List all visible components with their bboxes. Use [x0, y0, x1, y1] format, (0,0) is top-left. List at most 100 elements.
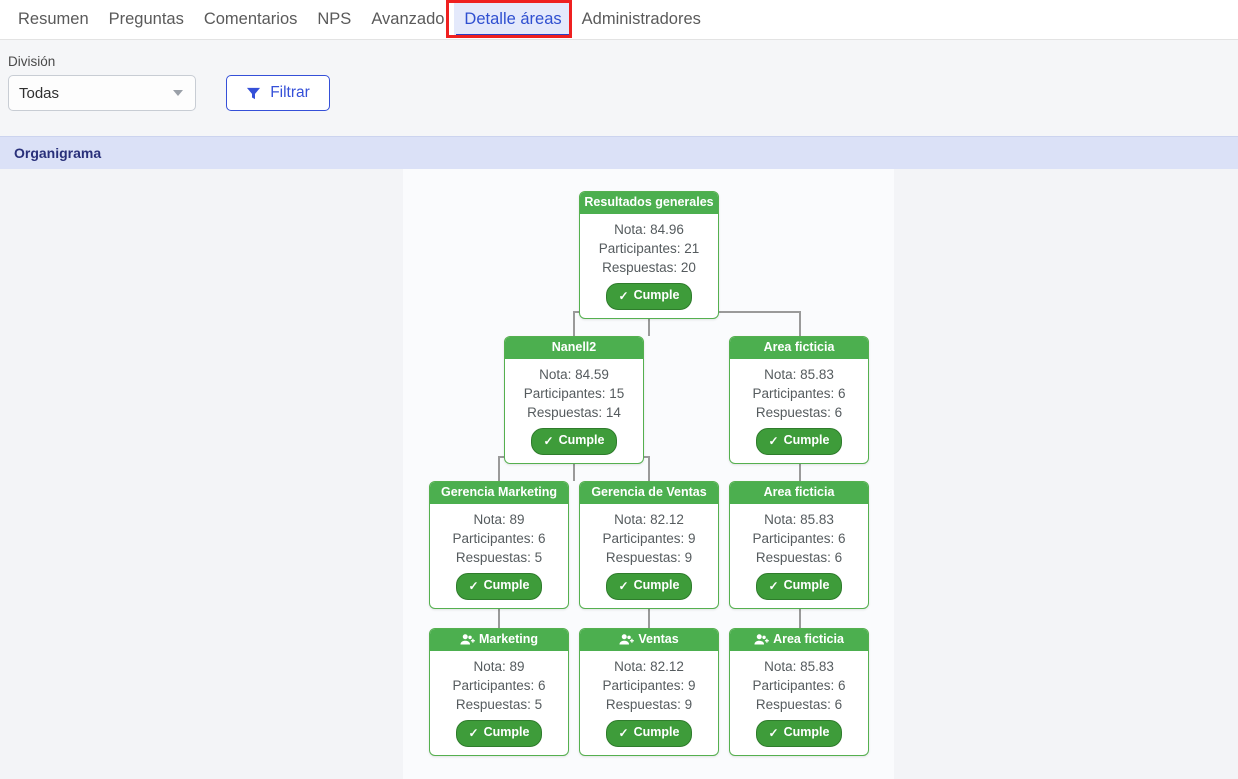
- org-node-title: Gerencia de Ventas: [591, 485, 707, 500]
- tab-bar: Resumen Preguntas Comentarios NPS Avanza…: [0, 0, 1238, 40]
- org-node-participantes: Participantes: 6: [752, 678, 846, 694]
- check-icon: ✓: [618, 579, 629, 594]
- org-node-nota: Nota: 89: [473, 512, 525, 527]
- connector-line: [799, 456, 801, 481]
- org-node-participantes: Participantes: 9: [602, 531, 696, 547]
- panel-title: Organigrama: [14, 145, 102, 161]
- connector-line: [648, 456, 650, 481]
- tab-resumen[interactable]: Resumen: [18, 9, 89, 28]
- org-node-respuestas: Respuestas: 5: [455, 697, 543, 713]
- check-icon: ✓: [618, 726, 629, 741]
- org-node-respuestas: Respuestas: 9: [605, 550, 693, 566]
- org-node-respuestas: Respuestas: 5: [455, 550, 543, 566]
- org-node-participantes: Participantes: 21: [598, 241, 700, 257]
- org-node-nota: Nota: 84.96: [614, 222, 684, 237]
- division-selected-value: Todas: [19, 84, 60, 102]
- org-node-title: Area ficticia: [763, 485, 835, 500]
- status-badge-label: Cumple: [783, 578, 830, 593]
- org-node-nota: Nota: 85.83: [764, 367, 834, 382]
- filtrar-button-label: Filtrar: [270, 84, 310, 101]
- status-badge-label: Cumple: [633, 288, 680, 303]
- org-node-participantes: Participantes: 9: [602, 678, 696, 694]
- org-node-header: Area ficticia: [730, 629, 868, 651]
- status-badge-label: Cumple: [483, 578, 530, 593]
- org-node-respuestas: Respuestas: 6: [755, 697, 843, 713]
- status-badge: ✓Cumple: [605, 573, 693, 601]
- check-icon: ✓: [543, 434, 554, 449]
- org-node-nota: Nota: 84.59: [539, 367, 609, 382]
- check-icon: ✓: [468, 579, 479, 594]
- funnel-icon: [247, 87, 261, 99]
- status-badge: ✓ Cumple: [755, 720, 843, 748]
- check-icon: ✓: [468, 726, 479, 741]
- tab-preguntas[interactable]: Preguntas: [108, 9, 184, 28]
- connector-line: [498, 603, 500, 628]
- tab-nps[interactable]: NPS: [317, 9, 352, 28]
- org-node-header: Ventas: [580, 629, 718, 651]
- connector-line: [648, 603, 650, 628]
- org-node-header: Gerencia Marketing: [430, 482, 568, 504]
- org-node-title: Resultados generales: [584, 195, 714, 210]
- org-node-participantes: Participantes: 15: [523, 386, 625, 402]
- status-badge-label: Cumple: [633, 725, 680, 740]
- connector-line: [573, 456, 575, 481]
- org-node-respuestas: Respuestas: 20: [602, 260, 696, 276]
- org-node-nota: Nota: 89: [473, 659, 525, 674]
- org-node-respuestas: Respuestas: 14: [527, 405, 621, 421]
- org-node-title: Nanell2: [551, 340, 597, 355]
- org-node-header: Nanell2: [505, 337, 643, 359]
- org-node-participantes: Participantes: 6: [752, 386, 846, 402]
- status-badge: ✓ Cumple: [605, 720, 693, 748]
- person-add-icon: [754, 634, 769, 645]
- tab-detalle-areas[interactable]: Detalle áreas: [454, 1, 572, 38]
- org-node-header: Area ficticia: [730, 337, 868, 359]
- status-badge: ✓ Cumple: [755, 573, 843, 601]
- status-badge-label: Cumple: [783, 725, 830, 740]
- filtrar-button[interactable]: Filtrar: [226, 75, 330, 111]
- check-icon: ✓: [768, 579, 779, 594]
- tab-avanzado[interactable]: Avanzado: [371, 9, 445, 28]
- org-node-title: Ventas: [638, 632, 679, 647]
- chevron-down-icon: [173, 90, 183, 96]
- tab-administradores[interactable]: Administradores: [581, 9, 701, 28]
- division-select[interactable]: Todas: [8, 75, 196, 111]
- status-badge-label: Cumple: [783, 433, 830, 448]
- org-node-nota: Nota: 82.12: [614, 659, 684, 674]
- tab-comentarios[interactable]: Comentarios: [203, 9, 298, 28]
- org-node-header: Gerencia de Ventas: [580, 482, 718, 504]
- connector-line: [498, 456, 500, 481]
- person-add-icon: [460, 634, 475, 645]
- check-icon: ✓: [768, 726, 779, 741]
- org-node-title: Marketing: [478, 632, 539, 647]
- status-badge: ✓ Cumple: [605, 283, 693, 311]
- status-badge: ✓Cumple: [530, 428, 618, 456]
- check-icon: ✓: [618, 289, 629, 304]
- org-node-participantes: Participantes: 6: [452, 678, 546, 694]
- status-badge: ✓ Cumple: [455, 573, 543, 601]
- org-node-header: Marketing: [430, 629, 568, 651]
- org-node-title: Gerencia Marketing: [440, 485, 557, 500]
- connector-line: [573, 311, 575, 336]
- division-label: División: [8, 54, 56, 69]
- filter-bar: División Todas Filtrar: [0, 40, 1238, 136]
